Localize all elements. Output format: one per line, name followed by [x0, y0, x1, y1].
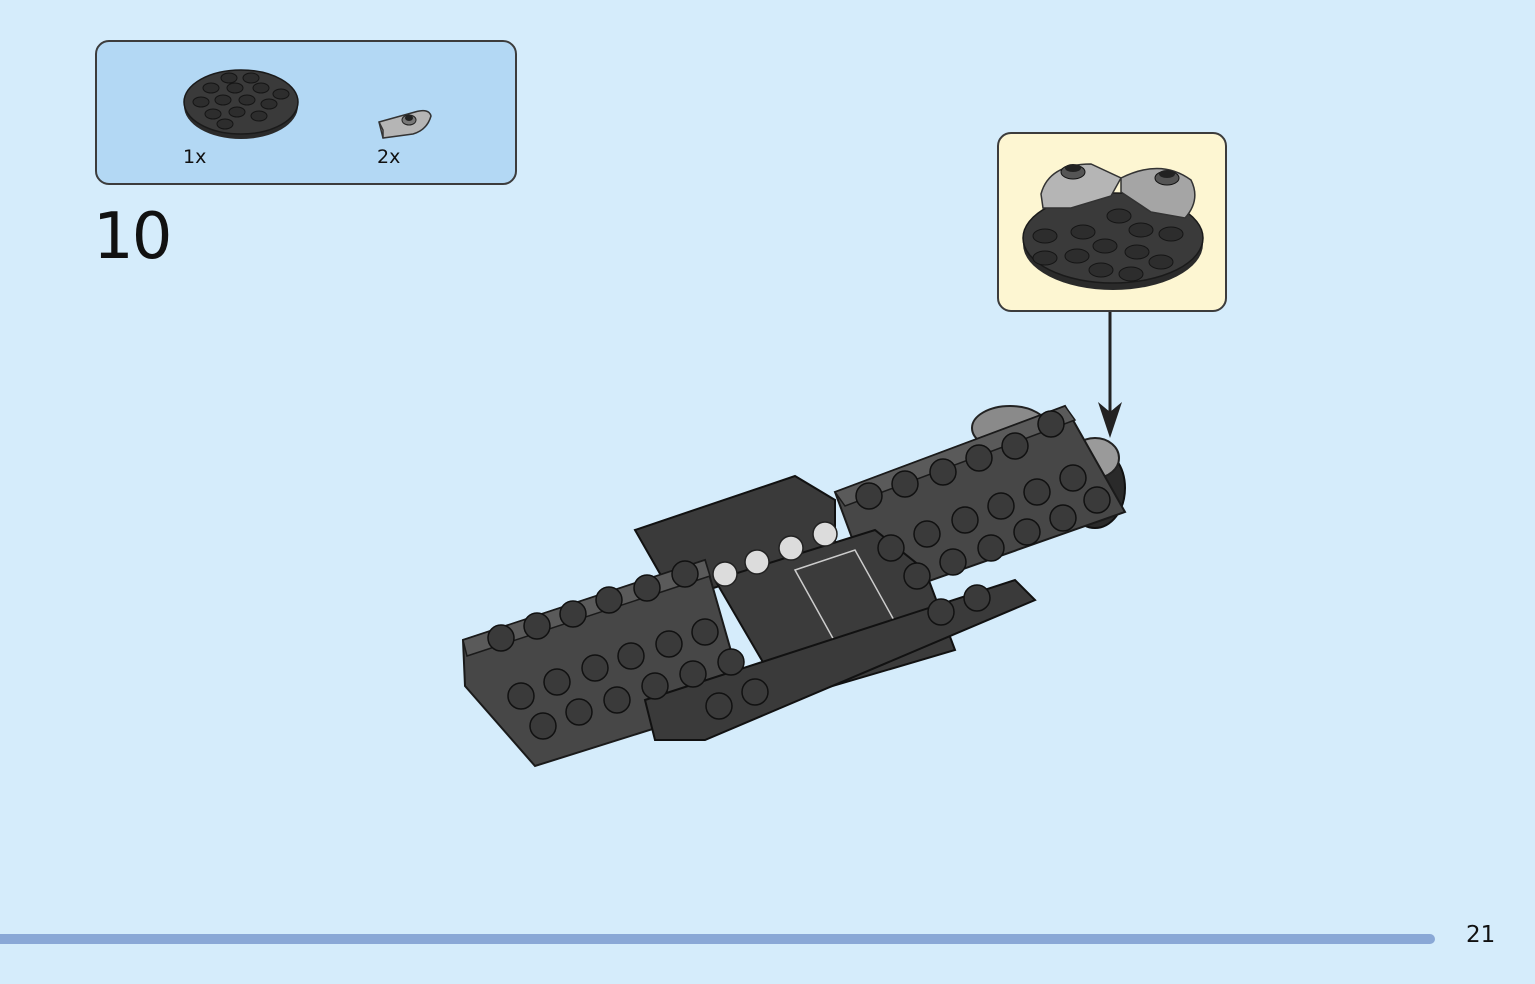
parts-list-box: 1x 2x	[95, 40, 517, 185]
part-quantity-curved-slope: 2x	[377, 146, 401, 168]
curved-slope-gray-icon	[378, 109, 432, 139]
subassembly-callout	[997, 132, 1227, 312]
subassembly-round-plate-icon	[1022, 163, 1204, 290]
model-assembly-illustration	[461, 404, 1127, 768]
step-number: 10	[93, 200, 172, 274]
placement-arrow	[1098, 312, 1122, 438]
progress-bar	[0, 934, 1435, 944]
page-number: 21	[1466, 922, 1496, 948]
round-plate-black-icon	[183, 69, 299, 139]
part-quantity-round-plate: 1x	[183, 146, 207, 168]
